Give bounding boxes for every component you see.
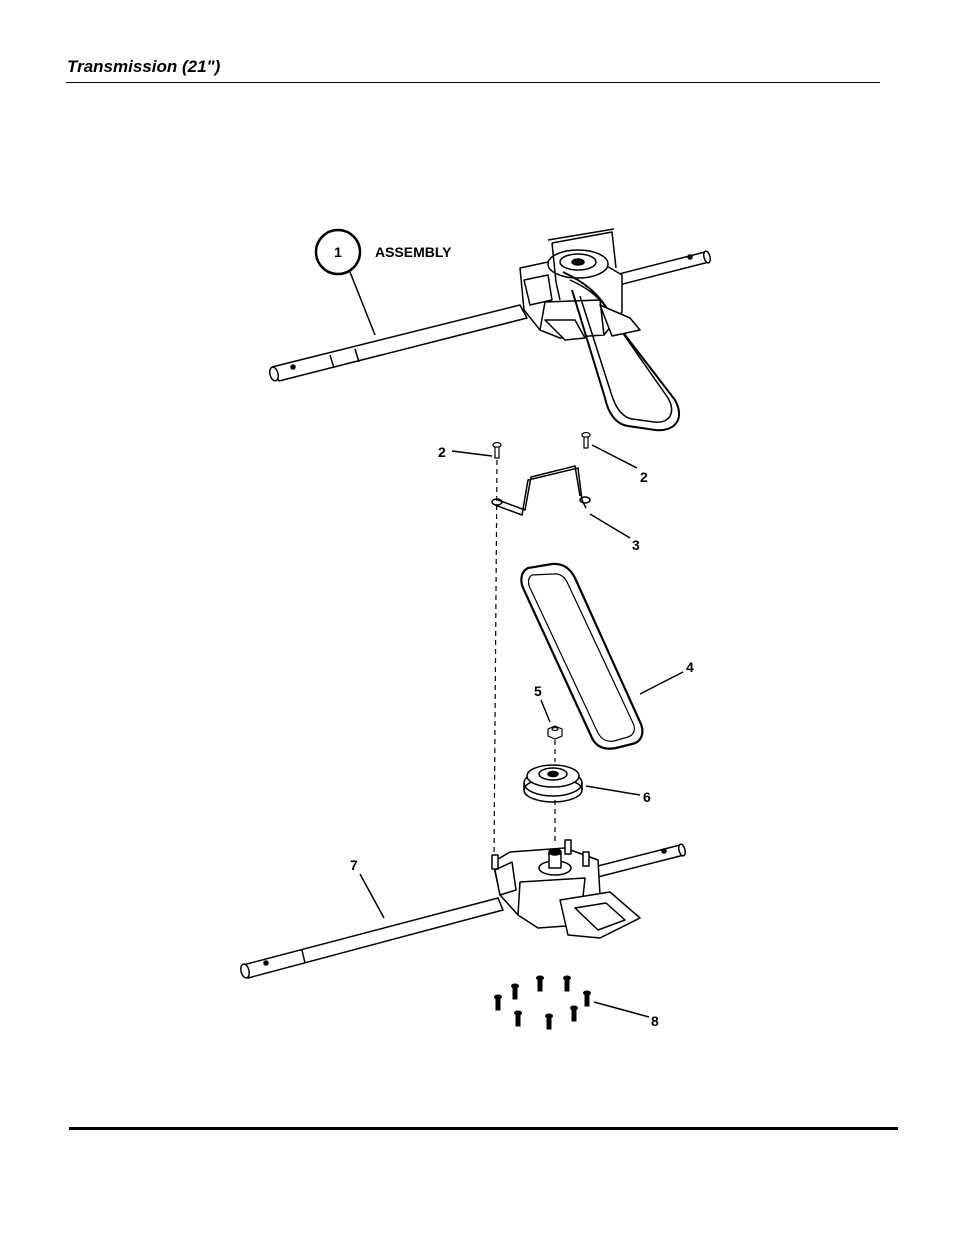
bolt — [546, 1014, 553, 1029]
callout-8: 8 — [594, 1002, 659, 1029]
callout-3-number: 3 — [632, 537, 640, 553]
callout-2-right-number: 2 — [640, 469, 648, 485]
belt-guide-part-3 — [492, 466, 590, 515]
callout-1-number: 1 — [334, 244, 342, 260]
callout-3: 3 — [590, 514, 640, 553]
callout-6-number: 6 — [643, 789, 651, 805]
callout-2-left: 2 — [438, 444, 492, 460]
callout-4-number: 4 — [686, 659, 694, 675]
bolt-set-part-8 — [495, 976, 591, 1029]
bolt — [495, 995, 502, 1010]
callout-7: 7 — [350, 857, 384, 918]
callout-7-number: 7 — [350, 857, 358, 873]
callout-1: 1 ASSEMBLY — [316, 230, 452, 335]
callout-1-label: ASSEMBLY — [375, 244, 452, 260]
bolt — [571, 1006, 578, 1021]
transmission-part-7 — [239, 840, 686, 979]
bolt — [537, 976, 544, 991]
bolt — [564, 976, 571, 991]
bolt — [512, 984, 519, 999]
callout-6: 6 — [586, 786, 651, 805]
screw-part-2-right — [582, 433, 590, 449]
bolt — [515, 1011, 522, 1026]
callout-5: 5 — [534, 683, 550, 722]
pulley-part-6 — [524, 765, 582, 802]
nut-part-5 — [548, 726, 562, 739]
callout-8-number: 8 — [651, 1013, 659, 1029]
bolt — [584, 991, 591, 1006]
callout-4: 4 — [640, 659, 694, 694]
screw-part-2-left — [493, 443, 501, 459]
alignment-guides — [494, 460, 555, 858]
callout-2-left-number: 2 — [438, 444, 446, 460]
footer-divider — [69, 1127, 898, 1130]
callout-5-number: 5 — [534, 683, 542, 699]
drive-belt-part-4 — [521, 564, 642, 749]
callout-2-right: 2 — [592, 445, 648, 485]
